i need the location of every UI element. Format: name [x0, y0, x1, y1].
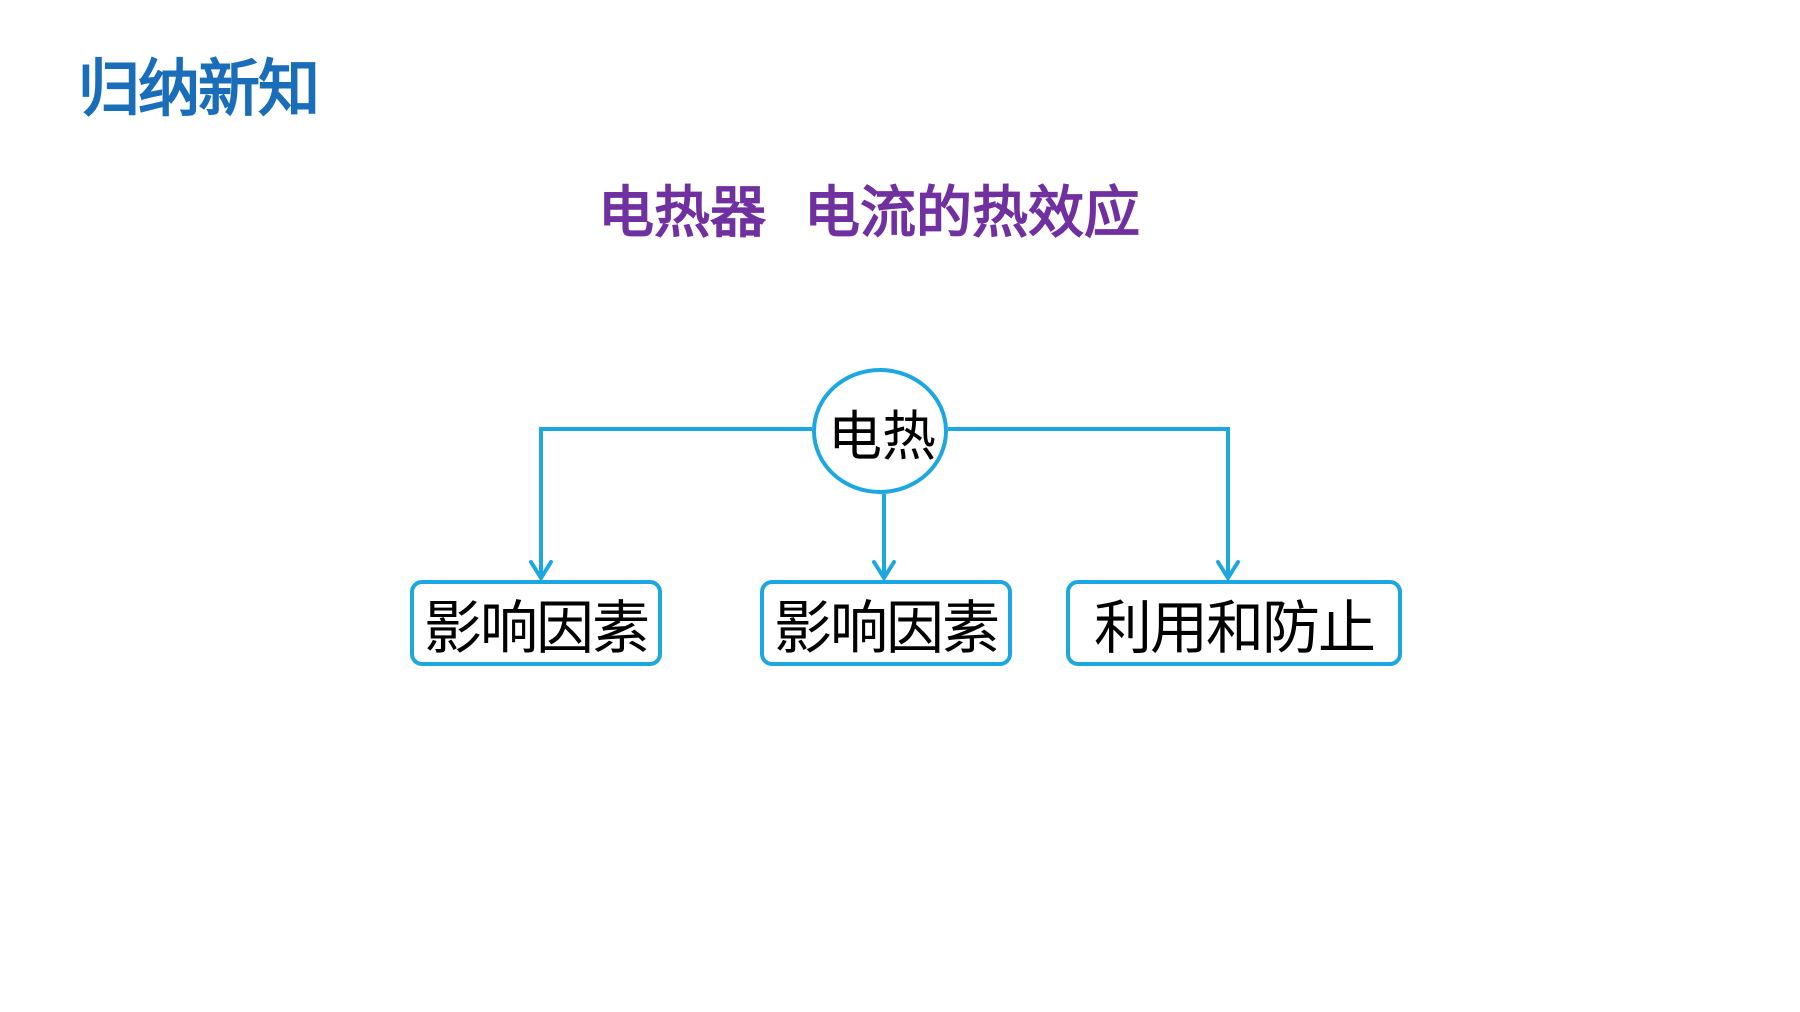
arrow-right-icon — [1216, 560, 1240, 582]
arrow-left-icon — [529, 560, 553, 582]
title-part-2: 电流的热效应 — [804, 181, 1140, 246]
center-node: 电热 — [812, 368, 948, 494]
slide-title: 电热器电流的热效应 — [598, 168, 1140, 249]
connector-left — [539, 427, 812, 578]
arrow-middle-icon — [872, 560, 896, 582]
title-part-1: 电热器 — [598, 181, 766, 246]
child-node-2-label: 影响因素 — [773, 594, 1000, 662]
child-node-2: 影响因素 — [760, 580, 1012, 666]
child-node-3: 利用和防止 — [1066, 580, 1402, 666]
connector-right — [948, 427, 1230, 578]
child-node-1-label: 影响因素 — [423, 594, 650, 662]
center-node-label: 电热 — [828, 404, 936, 468]
child-node-3-label: 利用和防止 — [1093, 594, 1376, 662]
slide-heading: 归纳新知 — [78, 52, 320, 125]
child-node-1: 影响因素 — [410, 580, 662, 666]
